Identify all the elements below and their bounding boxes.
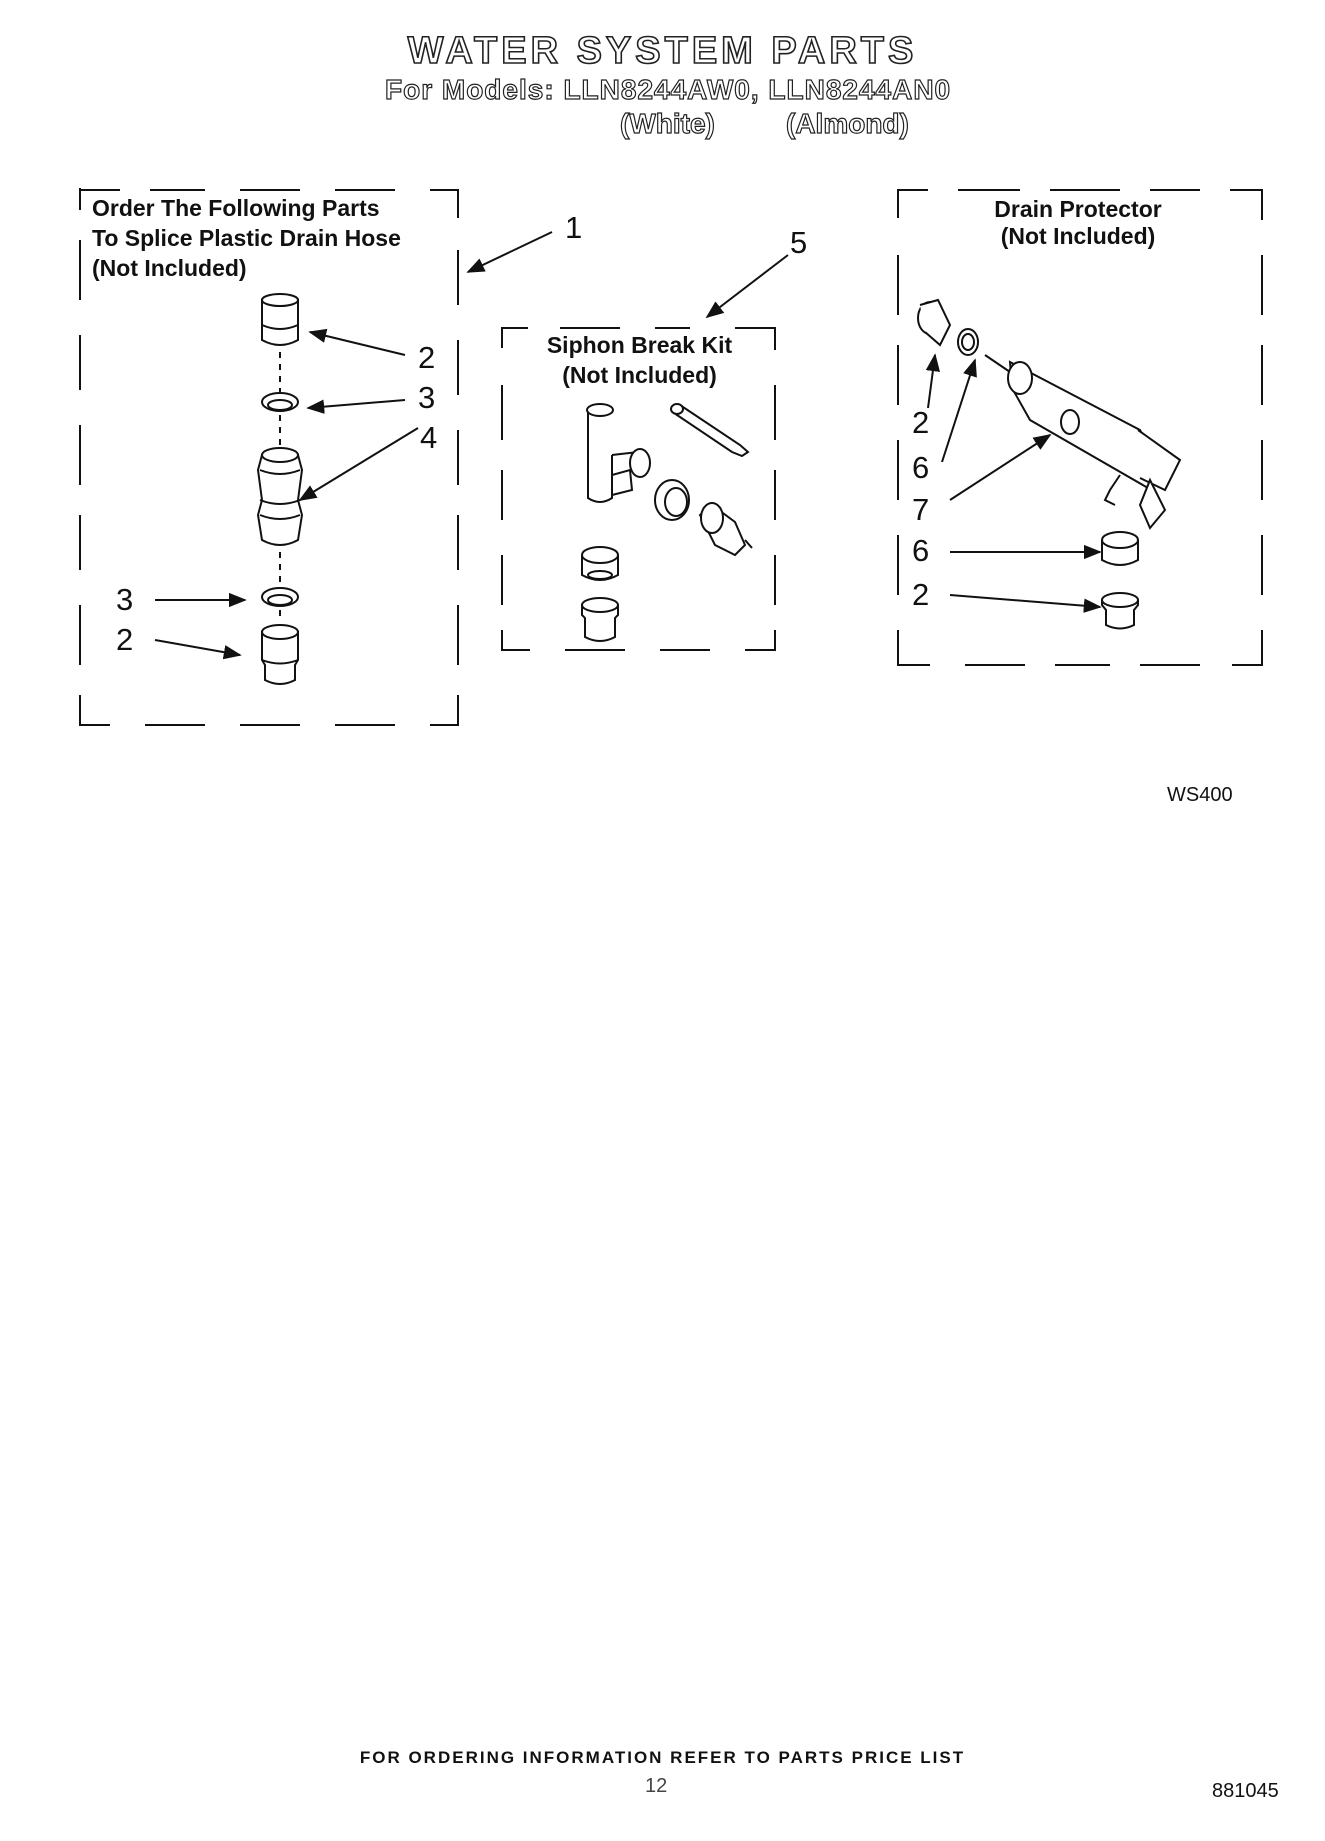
- siphon-box-border: [501, 327, 776, 651]
- coupling-icon: [256, 447, 304, 546]
- drain-protector-body-icon: [984, 354, 1182, 530]
- splice-box-text: Order The Following Parts To Splice Plas…: [92, 193, 401, 283]
- adapter-icon: [698, 502, 753, 557]
- splice-box-border: [79, 188, 459, 726]
- callout-left-3b: 3: [116, 582, 134, 617]
- callout-right-2a: 2: [912, 405, 930, 440]
- drain-connector-bottom-icon: [1101, 592, 1139, 630]
- drain-clamp-bottom-icon: [1101, 531, 1139, 566]
- siphon-box-text: Siphon Break Kit (Not Included): [502, 330, 777, 390]
- clamp-ring-icon: [654, 479, 690, 521]
- siphon-line1: Siphon Break Kit: [546, 332, 733, 358]
- connector-top-icon: [261, 293, 299, 346]
- callout-left-2a: 2: [418, 340, 436, 375]
- clamp-bottom-icon: [261, 587, 299, 607]
- callout-right-2b: 2: [912, 577, 930, 612]
- document-number: 881045: [1212, 1780, 1279, 1802]
- drain-clamp-top-icon: [957, 328, 979, 356]
- drain-box-border: [897, 189, 1263, 666]
- tee-fitting-icon: [586, 403, 651, 503]
- siphon-parts: [581, 403, 753, 642]
- variant-white: (White): [619, 107, 715, 139]
- page-title: WATER SYSTEM PARTS: [407, 29, 918, 73]
- ordering-note: FOR ORDERING INFORMATION REFER TO PARTS …: [359, 1748, 966, 1767]
- splice-line1: Order The Following Parts: [92, 195, 380, 221]
- drain-parts: [917, 298, 1182, 630]
- splice-line3: (Not Included): [92, 255, 247, 281]
- drain-line2: (Not Included): [1000, 223, 1156, 249]
- callout-left-3a: 3: [418, 380, 436, 415]
- callout-right-6b: 6: [912, 533, 930, 568]
- callout-left-2b: 2: [116, 622, 134, 657]
- drain-connector-icon: [917, 298, 952, 347]
- figure-reference: WS400: [1167, 784, 1233, 806]
- siphon-line2: (Not Included): [562, 362, 717, 388]
- siphon-connector-icon: [581, 597, 619, 642]
- callout-right-6a: 6: [912, 450, 930, 485]
- models-line: For Models: LLN8244AW0, LLN8244AN0: [384, 73, 952, 105]
- clamp-top-icon: [261, 392, 299, 412]
- callout-left-4: 4: [420, 420, 438, 455]
- page-number: 12: [645, 1775, 668, 1797]
- splice-parts: [256, 293, 304, 685]
- callout-1: 1: [565, 210, 583, 245]
- nozzle-rod-icon: [670, 403, 750, 458]
- connector-bottom-icon: [261, 624, 299, 685]
- callout-5: 5: [790, 225, 808, 260]
- splice-line2: To Splice Plastic Drain Hose: [92, 225, 401, 251]
- drain-line1: Drain Protector: [994, 196, 1162, 222]
- siphon-clamp-icon: [581, 546, 619, 581]
- drain-box-text: Drain Protector (Not Included): [948, 196, 1208, 250]
- variant-almond: (Almond): [785, 107, 909, 139]
- callout-right-7: 7: [912, 492, 930, 527]
